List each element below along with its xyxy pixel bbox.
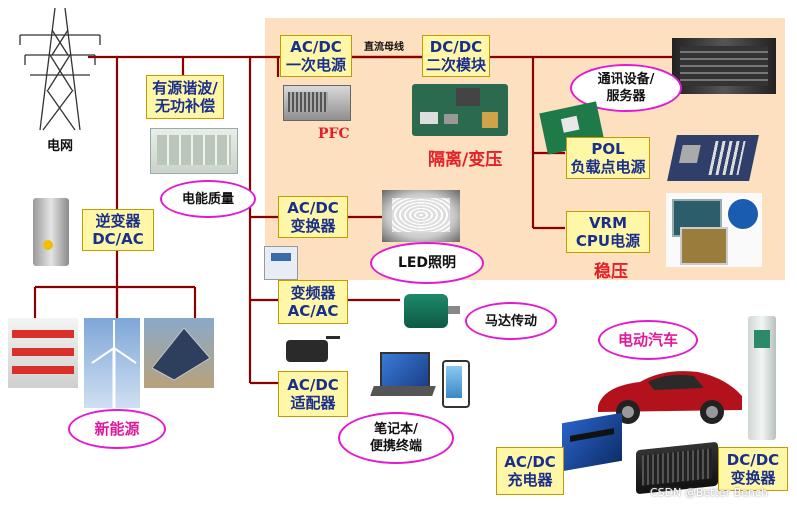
ev-charger-line1: AC/DC: [504, 453, 556, 471]
laptop-line1: 笔记本/: [374, 422, 418, 437]
grid-label: 电网: [47, 139, 74, 154]
vfd-box: 变频器 AC/AC: [278, 280, 348, 324]
isolation-label: 隔离/变压: [428, 150, 503, 170]
telecom-line2: 服务器: [606, 89, 646, 104]
solar-panel-icon: [144, 318, 214, 388]
acdc-primary-box: AC/DC 一次电源: [280, 35, 352, 77]
adapter-line2: 适配器: [290, 394, 336, 412]
ev-dcdc-box: DC/DC 变换器: [718, 447, 788, 491]
power-quality-box: 有源谐波/ 无功补偿: [146, 75, 224, 119]
inverter-line2: DC/AC: [92, 230, 144, 248]
pol-box: POL 负载点电源: [566, 137, 650, 179]
vrm-box: VRM CPU电源: [566, 211, 650, 253]
vfd-line1: 变频器: [290, 284, 336, 302]
adapter-line1: AC/DC: [287, 376, 339, 394]
telecom-line1: 通讯设备/: [597, 72, 655, 87]
dcdc-module-icon: [412, 84, 508, 136]
dcdc-secondary-line1: DC/DC: [429, 38, 483, 56]
pol-line1: POL: [591, 140, 625, 158]
vfd-line2: AC/AC: [287, 302, 339, 320]
power-quality-line2: 无功补偿: [154, 97, 215, 115]
adapter-box: AC/DC 适配器: [278, 371, 348, 417]
laptop-ellipse: 笔记本/ 便携终端: [338, 412, 454, 464]
dcdc-secondary-line2: 二次模块: [425, 56, 486, 74]
ev-ellipse: 电动汽车: [598, 320, 698, 360]
motherboard-icon: [667, 135, 759, 181]
ev-dcdc-line2: 变换器: [730, 469, 776, 487]
inverter-line1: 逆变器: [95, 212, 141, 230]
dc-bus-label: 直流母线: [364, 42, 404, 53]
battery-container-icon: [8, 318, 78, 388]
electric-car-icon: [594, 360, 746, 430]
regulation-label: 稳压: [594, 262, 628, 282]
vfd-drive-icon: [264, 246, 298, 280]
inverter-icon: [33, 198, 69, 266]
ev-dcdc-line1: DC/DC: [726, 451, 780, 469]
charging-station-icon: [748, 316, 776, 440]
inverter-box: 逆变器 DC/AC: [82, 209, 154, 251]
pfc-label: PFC: [318, 126, 350, 142]
server-rack-icon: [672, 38, 776, 94]
laptop-icon: [370, 352, 436, 402]
power-adapter-icon: [282, 332, 342, 366]
power-quality-line1: 有源谐波/: [152, 79, 218, 97]
led-converter-line2: 变换器: [290, 217, 336, 235]
led-converter-line1: AC/DC: [287, 199, 339, 217]
led-converter-box: AC/DC 变换器: [278, 196, 348, 238]
laptop-line2: 便携终端: [369, 439, 422, 454]
watermark: CSDN @Better Bench: [650, 486, 768, 499]
motor-icon: [398, 290, 460, 330]
acdc-primary-line2: 一次电源: [285, 56, 346, 74]
wind-turbine-icon: [84, 318, 140, 408]
dcdc-secondary-box: DC/DC 二次模块: [422, 35, 490, 77]
power-quality-ellipse: 电能质量: [160, 180, 256, 218]
vrm-line2: CPU电源: [575, 232, 641, 250]
pfc-module-icon: [283, 85, 351, 121]
cpu-chip-icon: [666, 193, 762, 267]
renewable-ellipse: 新能源: [68, 409, 166, 449]
ev-charger-line2: 充电器: [507, 471, 553, 489]
motor-ellipse: 马达传动: [465, 302, 557, 340]
acdc-primary-line1: AC/DC: [290, 38, 342, 56]
led-lamp-icon: [382, 190, 460, 242]
ev-charger-box: AC/DC 充电器: [496, 447, 564, 495]
pol-line2: 负载点电源: [570, 158, 646, 176]
phone-icon: [442, 360, 470, 408]
intel-logo-icon: [726, 197, 760, 231]
vrm-line1: VRM: [588, 214, 628, 232]
cabinet-icon: [150, 128, 238, 174]
led-ellipse: LED照明: [370, 242, 484, 284]
